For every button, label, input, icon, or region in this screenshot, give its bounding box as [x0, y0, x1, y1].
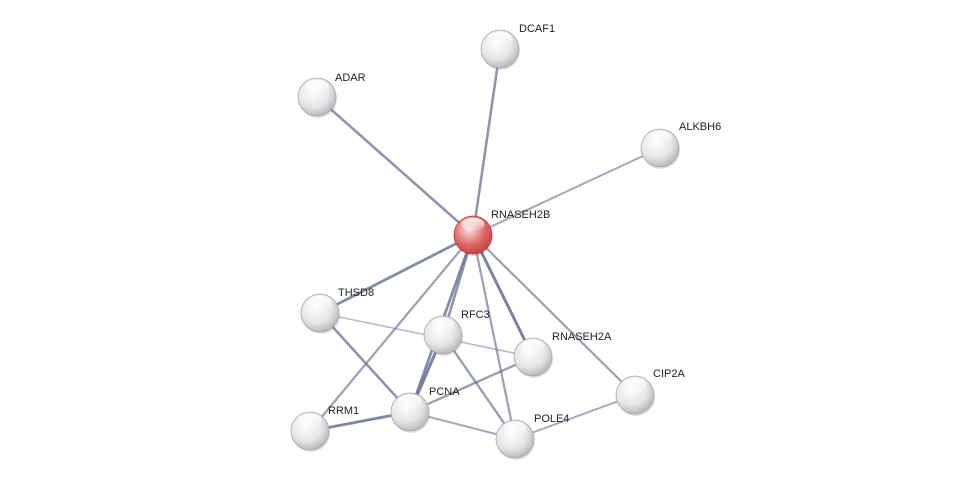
node-highlight	[521, 339, 545, 354]
node-adar[interactable]: ADAR	[297, 72, 366, 118]
edge-rnaseh2b-rrm1	[308, 233, 475, 433]
edge-rnaseh2b-dcaf1	[471, 47, 502, 237]
node-label: DCAF1	[519, 23, 555, 35]
edge-rnaseh2b-cip2a	[471, 233, 637, 397]
node-highlight	[298, 413, 322, 428]
node-label: THSD8	[338, 287, 374, 299]
node-highlight	[623, 377, 647, 392]
node-dcaf1[interactable]: DCAF1	[480, 23, 555, 70]
node-highlight	[503, 421, 527, 436]
node-highlight	[488, 31, 512, 46]
node-rrm1[interactable]: RRM1	[290, 405, 359, 452]
edge-rnaseh2b-pole4	[471, 233, 517, 441]
node-highlight	[648, 130, 672, 145]
node-pole4[interactable]: POLE4	[495, 413, 569, 460]
node-highlight	[398, 394, 422, 409]
edge-rfc3-pole4	[441, 333, 517, 441]
node-label: RRM1	[328, 405, 359, 417]
node-rfc3[interactable]: RFC3	[423, 309, 490, 356]
edge-rnaseh2b-adar	[315, 95, 475, 237]
edge-rnaseh2b-thsd8	[318, 233, 475, 315]
node-label: RNASEH2A	[552, 331, 612, 343]
node-label: ADAR	[335, 72, 366, 84]
edge-rnaseh2a-pcna	[408, 355, 535, 414]
node-label: RFC3	[461, 309, 490, 321]
node-highlight	[305, 79, 329, 94]
node-pcna[interactable]: PCNA	[390, 386, 460, 433]
node-thsd8[interactable]: THSD8	[300, 287, 374, 334]
node-highlight	[431, 317, 455, 332]
node-label: ALKBH6	[679, 121, 721, 133]
node-label: RNASEH2B	[491, 209, 550, 221]
node-rnaseh2a[interactable]: RNASEH2A	[513, 331, 612, 378]
node-cip2a[interactable]: CIP2A	[615, 368, 685, 416]
node-label: CIP2A	[653, 368, 685, 380]
node-label: POLE4	[534, 413, 569, 425]
edge-pole4-cip2a	[514, 394, 636, 440]
edge-thsd8-pcna	[318, 311, 412, 414]
node-label: PCNA	[429, 386, 460, 398]
node-highlight	[461, 217, 485, 232]
node-alkbh6[interactable]: ALKBH6	[640, 121, 721, 169]
node-rnaseh2b[interactable]: RNASEH2B	[453, 209, 550, 256]
node-highlight	[308, 295, 332, 310]
edge-rnaseh2b-rnaseh2a	[471, 233, 535, 359]
edge-rnaseh2b-alkbh6	[472, 147, 661, 236]
